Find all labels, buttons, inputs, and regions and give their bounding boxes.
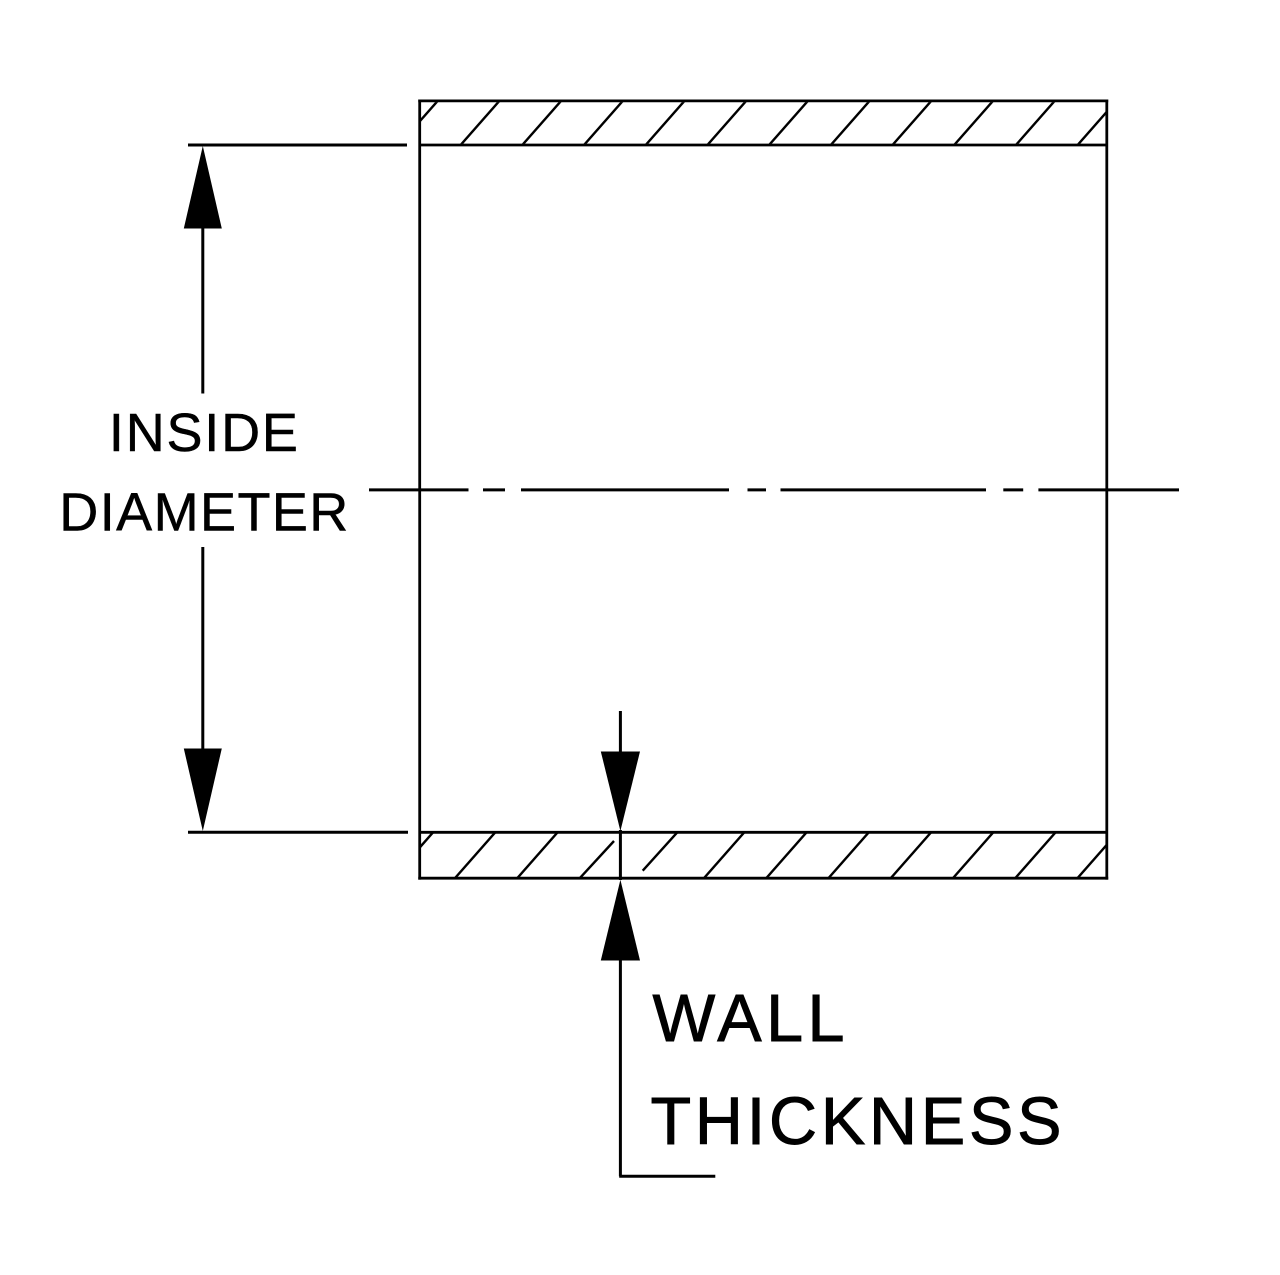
svg-text:INSIDE: INSIDE [109, 403, 298, 463]
svg-text:WALL: WALL [653, 982, 845, 1056]
svg-text:THICKNESS: THICKNESS [651, 1085, 1062, 1159]
svg-text:DIAMETER: DIAMETER [59, 483, 348, 543]
